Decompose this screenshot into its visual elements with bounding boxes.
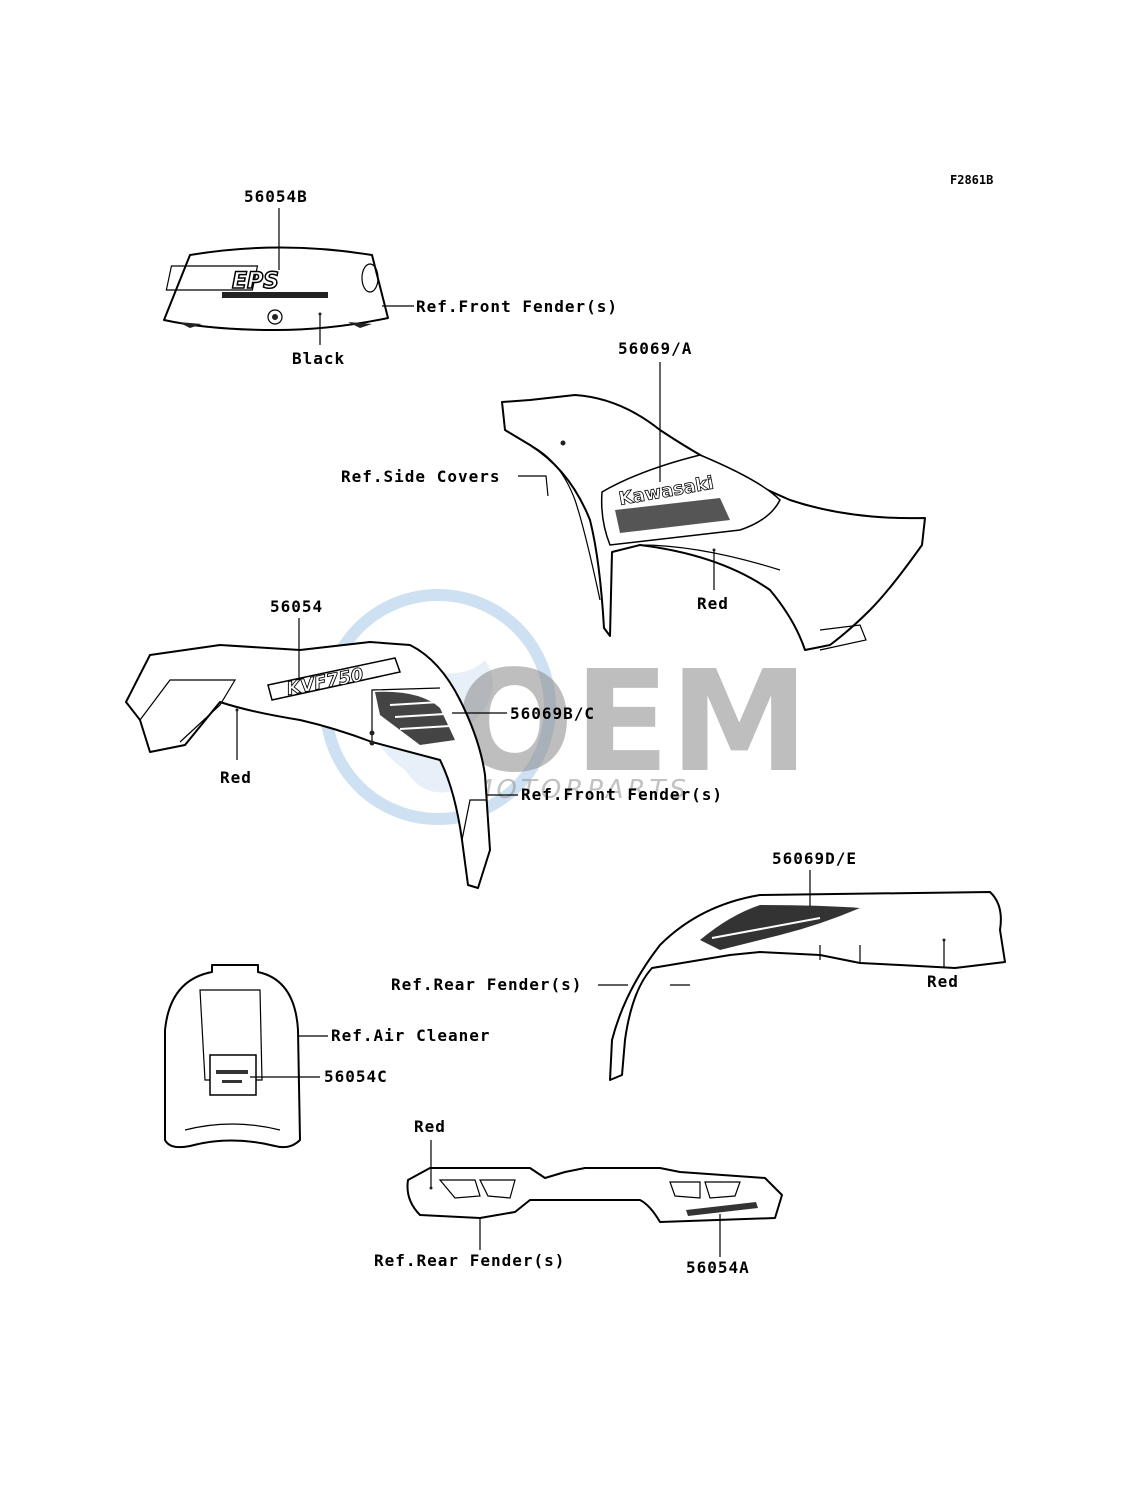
callout-side-covers-ref: Ref.Side Covers [341, 467, 501, 486]
rear-lower-decal [686, 1202, 758, 1216]
callout-56069A: 56069/A [618, 339, 692, 358]
rear-lower-fender-part [406, 1167, 783, 1223]
rear-fender-part [609, 891, 1006, 1081]
callout-56069BC: 56069B/C [510, 704, 595, 723]
callout-rear-fender-ref-2: Ref.Rear Fender(s) [374, 1251, 565, 1270]
callout-front-fender-ref: Ref.Front Fender(s) [521, 785, 723, 804]
eps-fender-panel: EPS [163, 246, 389, 331]
side-cover-part: Kawasaki [501, 394, 926, 651]
side-decal-stripe [615, 498, 730, 533]
rear-decal-stripe [700, 905, 860, 950]
eps-decal-logo: EPS [232, 269, 279, 294]
eps-decal-tagline [222, 292, 328, 298]
callout-air-cleaner-ref: Ref.Air Cleaner [331, 1026, 491, 1045]
callout-eps-front-fender-ref: Ref.Front Fender(s) [416, 297, 618, 316]
front-fender-part: KVF750 [125, 641, 491, 889]
callout-rear-color-2: Red [414, 1117, 446, 1136]
eps-fender-bolt-icon [267, 309, 283, 325]
callout-front-color: Red [220, 768, 252, 787]
watermark: OEM MOTORPARTS [320, 589, 809, 825]
watermark-sub: MOTORPARTS [470, 775, 690, 805]
callout-56054B: 56054B [244, 187, 308, 206]
callout-side-color: Red [697, 594, 729, 613]
air-cleaner-decal [209, 1054, 257, 1096]
rear-lower-fender-shape [406, 1167, 783, 1223]
figure-code: F2861B [950, 173, 993, 187]
callout-rear-color-1: Red [927, 972, 959, 991]
eps-fender-tabs [178, 322, 372, 328]
air-cleaner-part [164, 964, 301, 1149]
eps-fender-hole [361, 263, 379, 293]
callout-rear-fender-ref-1: Ref.Rear Fender(s) [391, 975, 582, 994]
eps-decal-box [165, 265, 259, 291]
front-decal-box [267, 657, 401, 701]
watermark-main: OEM [455, 641, 809, 804]
callout-56054A: 56054A [686, 1258, 750, 1277]
callout-56069DE: 56069D/E [772, 849, 857, 868]
callout-56054C: 56054C [324, 1067, 388, 1086]
callout-eps-color: Black [292, 349, 345, 368]
callout-56054: 56054 [270, 597, 323, 616]
